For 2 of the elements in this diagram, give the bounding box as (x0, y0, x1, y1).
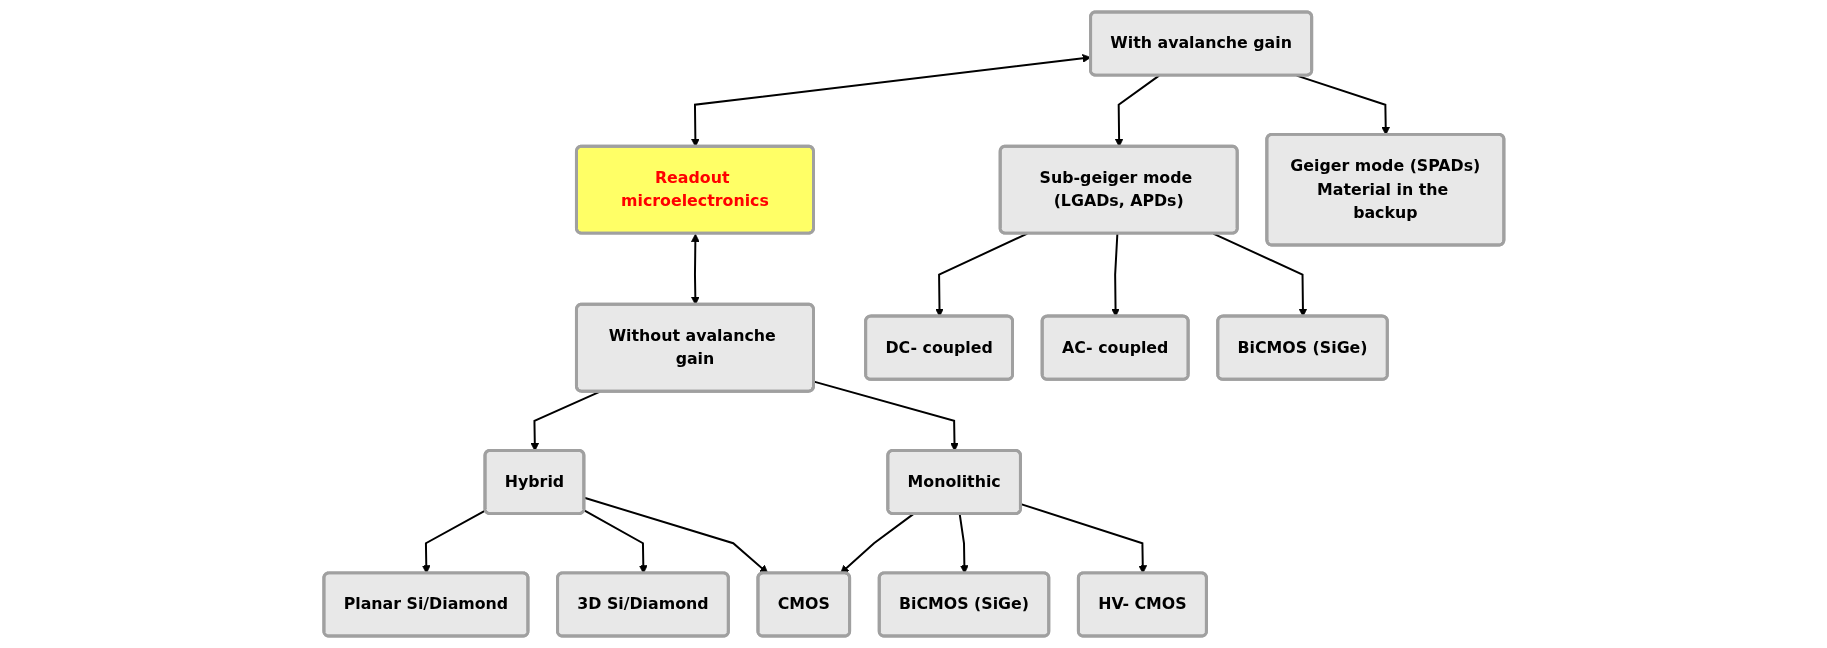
arrow (583, 496, 768, 574)
arrow (839, 513, 914, 574)
